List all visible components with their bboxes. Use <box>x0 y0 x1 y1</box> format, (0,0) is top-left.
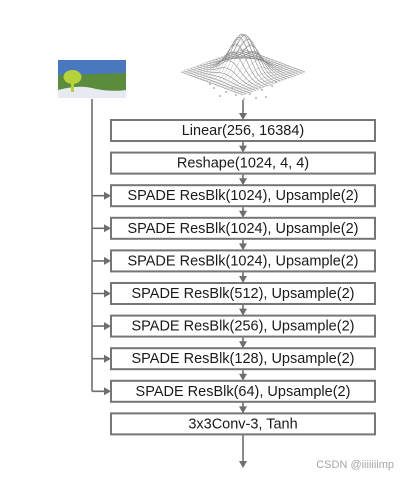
layer-block-label: SPADE ResBlk(128), Upsample(2) <box>132 351 355 367</box>
layer-block: SPADE ResBlk(64), Upsample(2) <box>110 379 376 403</box>
arrowhead <box>239 406 247 414</box>
layer-block-box <box>110 379 376 403</box>
layer-block-box <box>110 249 376 273</box>
sample-dot <box>265 96 267 98</box>
layer-block-label: SPADE ResBlk(512), Upsample(2) <box>132 286 355 302</box>
arrowhead <box>104 256 111 265</box>
sample-dot <box>225 91 227 93</box>
surface-wire <box>199 60 262 89</box>
watermark-text: CSDN @iiiiiiimp <box>316 459 394 471</box>
connector-layer <box>91 99 247 468</box>
surface-wire <box>196 65 259 90</box>
sample-dot <box>235 94 237 96</box>
seg-tree-trunk <box>71 79 74 92</box>
arrowhead <box>239 341 247 349</box>
layer-block-box <box>110 347 376 371</box>
surface-wire <box>227 65 290 90</box>
layer-block: 3x3Conv-3, Tanh <box>110 412 376 436</box>
layer-block-label: SPADE ResBlk(1024), Upsample(2) <box>127 221 358 237</box>
segmentation-map-icon <box>58 60 126 98</box>
layer-block: SPADE ResBlk(256), Upsample(2) <box>110 314 376 338</box>
layer-block: Linear(256, 16384) <box>110 119 376 142</box>
arrowhead <box>104 191 111 200</box>
gaussian-surface-icon <box>180 33 306 100</box>
layer-block-box <box>110 282 376 305</box>
surface-wire <box>215 34 278 83</box>
arrowhead <box>239 113 247 120</box>
sample-dot <box>261 89 263 91</box>
sample-dot <box>213 87 215 89</box>
layer-block-label: Linear(256, 16384) <box>182 123 305 139</box>
surface-wire <box>214 36 278 85</box>
surface-wire <box>193 67 256 91</box>
arrowhead <box>239 145 247 153</box>
sample-dot <box>219 95 221 97</box>
arrowhead <box>104 224 111 233</box>
surface-wire <box>218 38 281 82</box>
sample-dot <box>209 83 211 85</box>
layer-block-label: Reshape(1024, 4, 4) <box>177 156 309 172</box>
surface-wire <box>242 48 306 73</box>
sample-dot <box>243 98 245 100</box>
surface-wire <box>211 33 275 84</box>
arrowhead <box>104 387 111 396</box>
surface-wire <box>211 33 275 84</box>
layer-block: SPADE ResBlk(1024), Upsample(2) <box>110 184 376 208</box>
arrowhead <box>104 289 111 298</box>
block-layer: Linear(256, 16384) Reshape(1024, 4, 4) SPA… <box>110 119 376 436</box>
sample-dot <box>249 93 251 95</box>
seg-road-region <box>58 86 126 98</box>
layer-block-box <box>110 216 376 240</box>
arrowhead <box>239 308 247 316</box>
surface-wire <box>187 69 250 93</box>
arrowhead <box>239 178 247 186</box>
surface-wire <box>190 68 253 92</box>
arrowhead <box>239 373 247 381</box>
layer-block-label: SPADE ResBlk(1024), Upsample(2) <box>127 253 358 269</box>
surface-wire <box>202 52 265 88</box>
surface-wire <box>227 54 290 78</box>
layer-block-label: 3x3Conv-3, Tanh <box>188 416 297 432</box>
layer-block: SPADE ResBlk(512), Upsample(2) <box>110 282 376 305</box>
arrowhead <box>104 354 111 363</box>
layer-block: SPADE ResBlk(1024), Upsample(2) <box>110 249 376 273</box>
surface-wire <box>208 36 272 85</box>
layer-block-box <box>110 184 376 208</box>
arrowhead <box>239 276 247 283</box>
layer-block-box <box>110 412 376 436</box>
sample-dot <box>255 97 257 99</box>
surface-wire <box>180 71 244 96</box>
arrowhead <box>239 210 247 218</box>
sample-dot <box>231 87 233 89</box>
layer-block: SPADE ResBlk(128), Upsample(2) <box>110 347 376 371</box>
layer-block-box <box>110 151 376 175</box>
layer-block-label: SPADE ResBlk(1024), Upsample(2) <box>127 188 358 204</box>
layer-block: SPADE ResBlk(1024), Upsample(2) <box>110 216 376 240</box>
seg-tree-crown <box>63 70 82 84</box>
layer-block-box <box>110 119 376 142</box>
surface-wire <box>183 70 247 95</box>
surface-wire <box>236 51 299 75</box>
layer-block: Reshape(1024, 4, 4) <box>110 151 376 175</box>
layer-block-box <box>110 314 376 338</box>
layer-block-label: SPADE ResBlk(64), Upsample(2) <box>136 384 351 400</box>
sample-dot <box>271 85 273 87</box>
surface-wire <box>221 45 284 81</box>
surface-wire <box>218 43 281 86</box>
arrowhead <box>104 322 111 331</box>
arrowhead <box>239 461 247 468</box>
arrowhead <box>239 243 247 251</box>
surface-wire <box>239 49 303 74</box>
surface-wire <box>205 43 268 86</box>
layer-block-label: SPADE ResBlk(256), Upsample(2) <box>132 319 355 335</box>
sample-dot <box>275 81 277 83</box>
